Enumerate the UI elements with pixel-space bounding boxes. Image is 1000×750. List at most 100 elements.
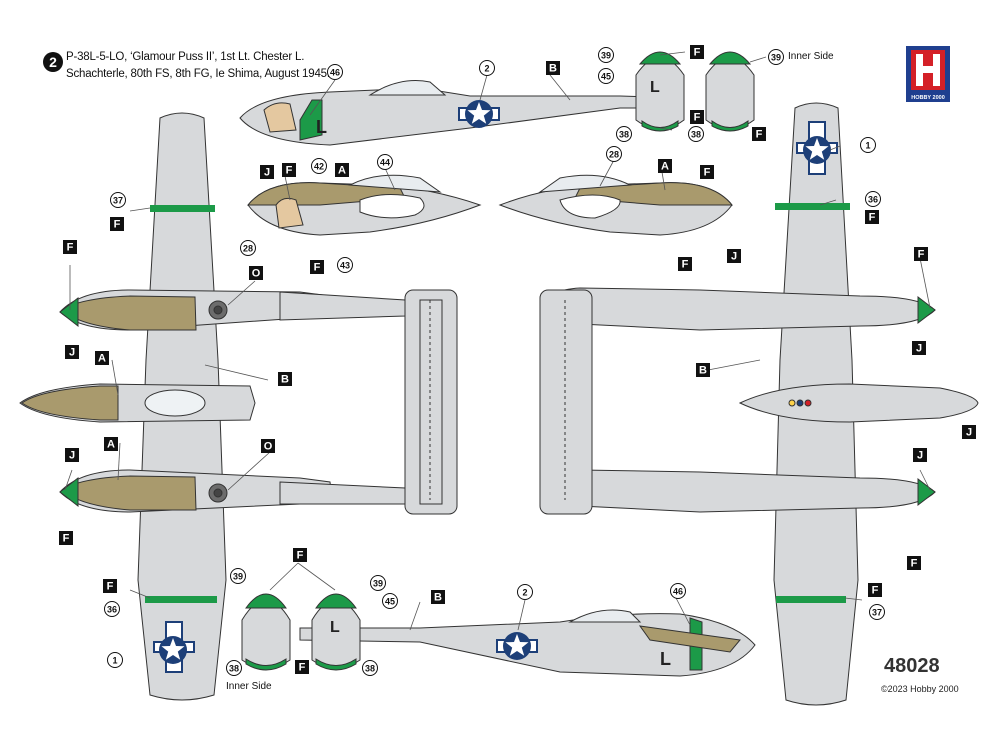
callout-square-F: F [295,660,309,674]
callout-text: 1 [112,656,117,666]
callout-text: 38 [365,664,375,674]
callout-circle-46: 46 [327,64,343,80]
callout-square-A: A [658,159,672,173]
callout-text: F [63,533,70,545]
callout-circle-39: 39 [230,568,246,584]
callout-square-F: F [310,260,324,274]
callout-circle-45: 45 [382,593,398,609]
callout-text: 39 [373,579,383,589]
callout-text: 36 [868,195,878,205]
callout-text: F [756,129,763,141]
callout-square-A: A [335,163,349,177]
callout-square-F: F [110,217,124,231]
callout-text: O [264,441,273,453]
callout-text: B [549,63,557,75]
callout-text: F [314,262,321,274]
callout-text: F [299,662,306,674]
callout-square-F: F [690,110,704,124]
callout-text: F [869,212,876,224]
kit-number: 48028 [884,655,940,677]
callout-circle-37: 37 [869,604,885,620]
callout-circle-36: 36 [865,191,881,207]
rudders: L L [241,51,755,671]
callout-text: 1 [865,141,870,151]
callout-square-A: A [104,437,118,451]
callout-text: J [916,343,922,355]
copyright: ©2023 Hobby 2000 [881,684,959,694]
code-letter-rudder-top: L [650,79,660,96]
callout-text: 38 [619,130,629,140]
callout-text: 46 [330,68,340,78]
callout-text: F [682,259,689,271]
callout-square-O: O [261,439,275,453]
callout-square-F: F [907,556,921,570]
callout-square-B: B [431,590,445,604]
callout-circle-39: 39 [598,47,614,63]
callout-text: B [281,374,289,386]
callout-text: 45 [385,597,395,607]
profile-number-badge: 2 [43,52,63,72]
callout-text: 39 [601,51,611,61]
callout-text: B [434,592,442,604]
callout-text: F [694,112,701,124]
caption-line-1: P-38L-5-LO, ‘Glamour Puss II’, 1st Lt. C… [66,51,305,63]
callout-square-F: F [282,163,296,177]
callout-text: J [69,450,75,462]
callout-square-B: B [546,61,560,75]
callout-text: 2 [484,64,489,74]
callout-text: 44 [380,158,390,168]
callout-text: J [917,450,923,462]
callout-circle-45: 45 [598,68,614,84]
hobby-2000-logo: HOBBY 2000 [906,46,950,102]
callout-square-J: J [260,165,274,179]
code-letter-bottom-side: L [660,649,671,669]
caption-line-2: Schachterle, 80th FS, 8th FG, Ie Shima, … [66,68,330,80]
star-insignia-bottom-left [153,621,195,673]
nose-section-left [246,174,482,236]
callout-text: 28 [609,150,619,160]
callout-circle-38: 38 [616,126,632,142]
star-insignia-side-top [458,100,500,128]
callout-text: 2 [522,588,527,598]
callout-square-F: F [700,165,714,179]
callout-text: 46 [673,587,683,597]
callout-square-F: F [59,531,73,545]
callout-text: 38 [691,130,701,140]
callout-circle-2: 2 [517,584,533,600]
nose-section-right [498,174,734,236]
profile-caption: P-38L-5-LO, ‘Glamour Puss II’, 1st Lt. C… [66,49,330,83]
callout-text: 43 [340,261,350,271]
callout-circle-38: 38 [688,126,704,142]
callout-square-F: F [752,127,766,141]
callout-square-F: F [868,583,882,597]
callout-circle-36: 36 [104,601,120,617]
callout-circle-38: 38 [226,660,242,676]
code-letter-top-side: L [316,117,327,137]
callout-text: J [966,427,972,439]
callout-square-F: F [690,45,704,59]
callout-circle-44: 44 [377,154,393,170]
callout-text: A [338,165,346,177]
callout-square-J: J [912,341,926,355]
callout-square-F: F [293,548,307,562]
callout-square-J: J [65,448,79,462]
callout-square-F: F [678,257,692,271]
callout-text: F [114,219,121,231]
top-view-airframe [19,112,458,701]
callout-square-J: J [913,448,927,462]
callout-text: 39 [233,572,243,582]
callout-square-F: F [914,247,928,261]
callout-text: J [264,167,270,179]
callout-square-J: J [962,425,976,439]
callout-text: 42 [314,162,324,172]
callout-text: 36 [107,605,117,615]
callout-text: J [69,347,75,359]
callout-text: B [699,365,707,377]
inner-side-label-top: Inner Side [788,51,834,62]
callout-square-F: F [103,579,117,593]
callout-circle-39: 39 [370,575,386,591]
under-view-airframe [539,102,979,706]
callout-text: F [872,585,879,597]
callout-circle-1: 1 [107,652,123,668]
